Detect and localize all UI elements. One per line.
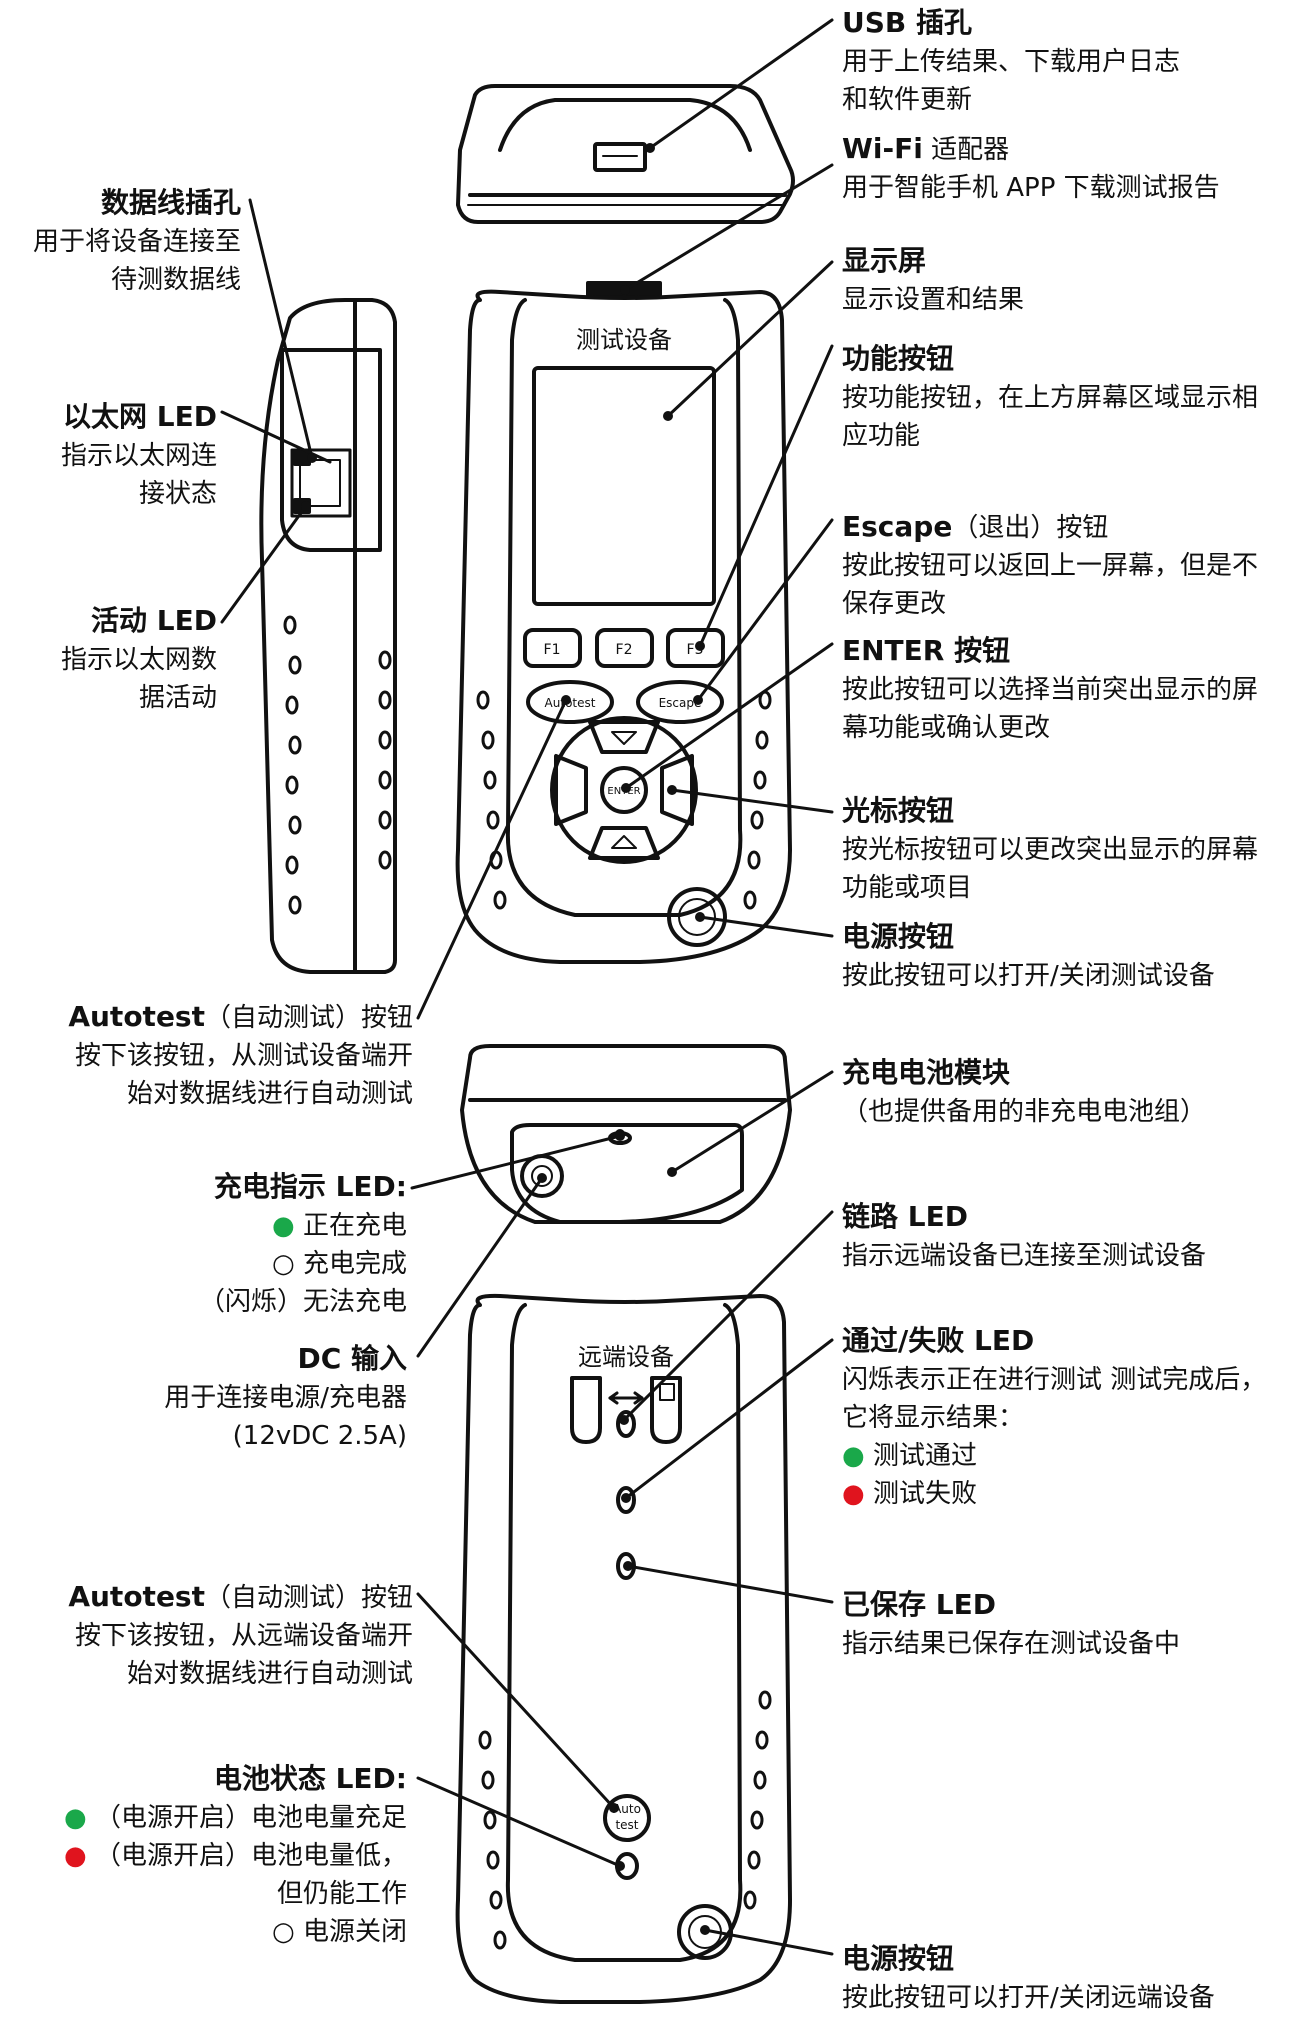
tester-top-view bbox=[456, 84, 795, 297]
charge-item-fail: （闪烁）无法充电 bbox=[198, 1287, 407, 1317]
callout-autotest-desc: 按下该按钮，从测试设备端开 始对数据线进行自动测试 bbox=[74, 1041, 413, 1109]
callout-cursor: 光标按钮 按光标按钮可以更改突出显示的屏幕 功能或项目 bbox=[842, 792, 1258, 907]
callout-link-led-title: 链路 LED bbox=[842, 1200, 968, 1233]
grip-dots bbox=[283, 615, 772, 1950]
remote-device-label: 远端设备 bbox=[578, 1343, 674, 1371]
callout-passfail-led-desc: 闪烁表示正在进行测试 测试完成后， 它将显示结果： bbox=[842, 1365, 1267, 1433]
callout-act-led-title: 活动 LED bbox=[91, 604, 217, 637]
callout-remote-power-desc: 按此按钮可以打开/关闭远端设备 bbox=[842, 1983, 1215, 2013]
remote-autotest-label-2: test bbox=[615, 1818, 638, 1832]
callout-battery-module: 充电电池模块 （也提供备用的非充电电池组） bbox=[842, 1054, 1206, 1131]
callout-display-desc: 显示设置和结果 bbox=[842, 285, 1025, 315]
callout-data-port-desc: 用于将设备连接至 待测数据线 bbox=[32, 227, 241, 295]
callout-usb-desc: 用于上传结果、下载用户日志 和软件更新 bbox=[842, 47, 1181, 115]
callout-dc-input-title: DC 输入 bbox=[297, 1342, 407, 1375]
leader-dots bbox=[301, 143, 710, 1935]
callout-remote-autotest-desc: 按下该按钮，从远端设备端开 始对数据线进行自动测试 bbox=[74, 1621, 413, 1689]
tester-side-view bbox=[259, 298, 397, 974]
callout-battery-module-desc: （也提供备用的非充电电池组） bbox=[842, 1097, 1207, 1127]
remote-front-view bbox=[455, 1293, 792, 2004]
charge-item-complete: ○ 充电完成 bbox=[272, 1249, 407, 1279]
callout-power-title: 电源按钮 bbox=[842, 920, 955, 953]
callout-remote-autotest-title-suffix: （自动测试）按钮 bbox=[204, 1583, 413, 1613]
tester-device-label: 测试设备 bbox=[576, 326, 672, 354]
callout-remote-autotest-title: Autotest bbox=[68, 1580, 205, 1613]
callout-function-desc: 按功能按钮，在上方屏幕区域显示相 应功能 bbox=[842, 383, 1259, 451]
callout-enter-title: ENTER 按钮 bbox=[842, 634, 1011, 667]
callout-remote-power: 电源按钮 按此按钮可以打开/关闭远端设备 bbox=[842, 1940, 1215, 2017]
callout-usb: USB 插孔 用于上传结果、下载用户日志 和软件更新 bbox=[842, 4, 1180, 119]
f1-key-label: F1 bbox=[544, 642, 561, 658]
battery-item-low: ● （电源开启）电池电量低， bbox=[64, 1841, 407, 1871]
callout-wifi-desc: 用于智能手机 APP 下载测试报告 bbox=[842, 173, 1220, 203]
battery-item-working: 但仍能工作 bbox=[276, 1879, 407, 1909]
battery-item-full: ● （电源开启）电池电量充足 bbox=[64, 1803, 407, 1833]
remote-autotest-label-1: Auto bbox=[613, 1802, 641, 1816]
callout-battery-led-title: 电池状态 LED: bbox=[213, 1762, 407, 1795]
callout-power-desc: 按此按钮可以打开/关闭测试设备 bbox=[842, 961, 1215, 991]
autotest-key-label: Autotest bbox=[545, 696, 596, 710]
f3-key-label: F3 bbox=[687, 642, 704, 658]
callout-saved-led-title: 已保存 LED bbox=[842, 1588, 996, 1621]
callout-autotest: Autotest（自动测试）按钮 按下该按钮，从测试设备端开 始对数据线进行自动… bbox=[68, 998, 413, 1113]
passfail-item-pass: ● 测试通过 bbox=[842, 1441, 977, 1471]
callout-usb-title: USB 插孔 bbox=[842, 6, 972, 39]
charge-item-charging: ● 正在充电 bbox=[272, 1211, 407, 1241]
callout-wifi-title: Wi-Fi bbox=[842, 132, 923, 165]
enter-key-label: ENTER bbox=[607, 786, 640, 797]
callout-autotest-title: Autotest bbox=[68, 1000, 205, 1033]
callout-act-led: 活动 LED 指示以太网数 据活动 bbox=[61, 602, 217, 717]
callout-wifi-title-suffix: 适配器 bbox=[922, 135, 1010, 165]
callout-eth-led: 以太网 LED 指示以太网连 接状态 bbox=[61, 398, 217, 513]
callout-data-port: 数据线插孔 用于将设备连接至 待测数据线 bbox=[33, 184, 241, 299]
callout-dc-input: DC 输入 用于连接电源/充电器 (12vDC 2.5A) bbox=[164, 1340, 407, 1455]
callout-dc-input-desc: 用于连接电源/充电器 (12vDC 2.5A) bbox=[164, 1383, 407, 1451]
callout-eth-led-desc: 指示以太网连 接状态 bbox=[60, 441, 217, 509]
tester-bottom-view bbox=[460, 1044, 792, 1224]
callout-display: 显示屏 显示设置和结果 bbox=[842, 242, 1024, 319]
callout-wifi: Wi-Fi 适配器 用于智能手机 APP 下载测试报告 bbox=[842, 130, 1220, 207]
passfail-item-fail: ● 测试失败 bbox=[842, 1479, 977, 1509]
callout-escape-title: Escape bbox=[842, 510, 953, 543]
callout-eth-led-title: 以太网 LED bbox=[63, 400, 217, 433]
callout-escape-desc: 按此按钮可以返回上一屏幕，但是不 保存更改 bbox=[842, 551, 1259, 619]
callout-saved-led-desc: 指示结果已保存在测试设备中 bbox=[842, 1629, 1181, 1659]
f2-key-label: F2 bbox=[616, 642, 633, 658]
callout-autotest-title-suffix: （自动测试）按钮 bbox=[204, 1003, 413, 1033]
callout-display-title: 显示屏 bbox=[842, 244, 927, 277]
callout-escape: Escape（退出）按钮 按此按钮可以返回上一屏幕，但是不 保存更改 bbox=[842, 508, 1258, 623]
callout-function-buttons: 功能按钮 按功能按钮，在上方屏幕区域显示相 应功能 bbox=[842, 340, 1258, 455]
callout-remote-power-title: 电源按钮 bbox=[842, 1942, 955, 1975]
callout-power: 电源按钮 按此按钮可以打开/关闭测试设备 bbox=[842, 918, 1215, 995]
callout-remote-autotest: Autotest（自动测试）按钮 按下该按钮，从远端设备端开 始对数据线进行自动… bbox=[68, 1578, 413, 1693]
battery-item-off: ○ 电源关闭 bbox=[272, 1917, 407, 1947]
callout-data-port-title: 数据线插孔 bbox=[100, 186, 241, 219]
callout-act-led-desc: 指示以太网数 据活动 bbox=[60, 645, 217, 713]
escape-key-label: Escape bbox=[659, 696, 702, 710]
callout-enter-desc: 按此按钮可以选择当前突出显示的屏 幕功能或确认更改 bbox=[842, 675, 1259, 743]
callout-saved-led: 已保存 LED 指示结果已保存在测试设备中 bbox=[842, 1586, 1180, 1663]
callout-charge-led: 充电指示 LED: ● 正在充电 ○ 充电完成 （闪烁）无法充电 bbox=[199, 1168, 407, 1321]
callout-link-led: 链路 LED 指示远端设备已连接至测试设备 bbox=[842, 1198, 1206, 1275]
callout-charge-led-title: 充电指示 LED: bbox=[213, 1170, 407, 1203]
callout-passfail-led: 通过/失败 LED 闪烁表示正在进行测试 测试完成后， 它将显示结果： ● 测试… bbox=[842, 1322, 1266, 1513]
callout-escape-title-suffix: （退出）按钮 bbox=[952, 513, 1109, 543]
callout-cursor-desc: 按光标按钮可以更改突出显示的屏幕 功能或项目 bbox=[842, 835, 1259, 903]
callout-link-led-desc: 指示远端设备已连接至测试设备 bbox=[842, 1241, 1207, 1271]
callout-battery-led: 电池状态 LED: ● （电源开启）电池电量充足 ● （电源开启）电池电量低， … bbox=[64, 1760, 407, 1951]
callout-passfail-led-title: 通过/失败 LED bbox=[842, 1324, 1035, 1357]
callout-cursor-title: 光标按钮 bbox=[842, 794, 955, 827]
callout-enter: ENTER 按钮 按此按钮可以选择当前突出显示的屏 幕功能或确认更改 bbox=[842, 632, 1258, 747]
callout-function-title: 功能按钮 bbox=[842, 342, 955, 375]
callout-battery-module-title: 充电电池模块 bbox=[842, 1056, 1011, 1089]
tester-front-view bbox=[455, 289, 792, 964]
